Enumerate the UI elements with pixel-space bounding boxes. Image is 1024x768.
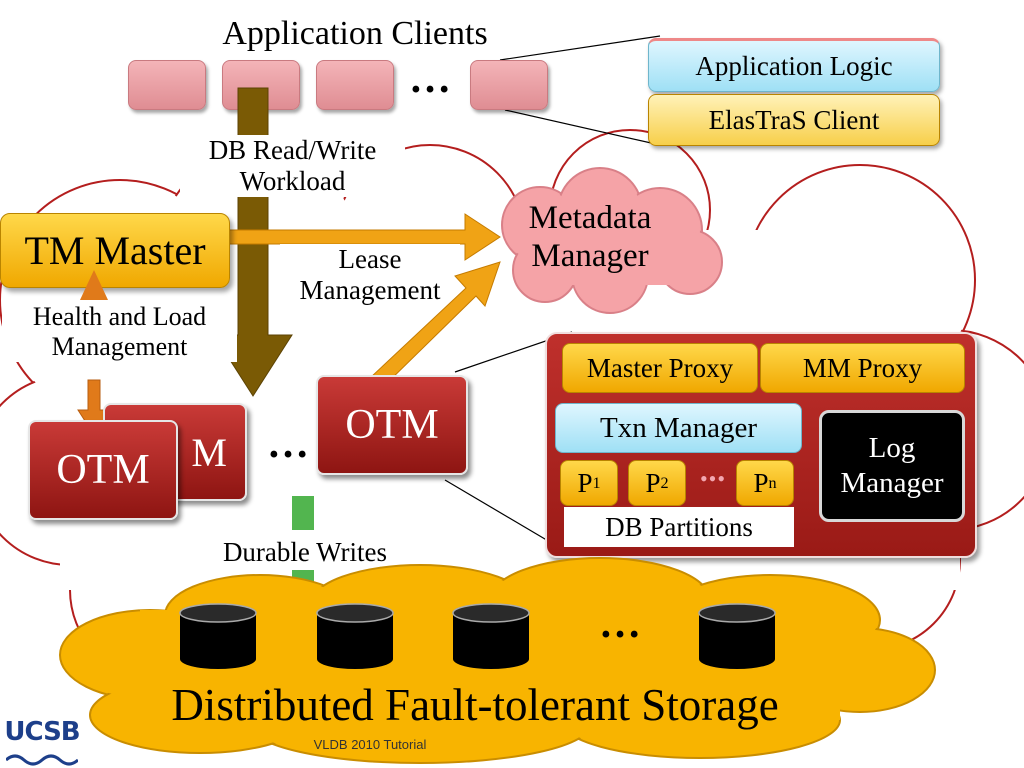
partition-p2-sub: 2 [660, 473, 669, 492]
logo-wave-icon [6, 754, 78, 766]
elastras-client-box: ElasTraS Client [648, 94, 940, 146]
partition-p1-base: P [577, 467, 593, 498]
client-detail-line-bottom [504, 109, 661, 146]
txn-manager-box: Txn Manager [555, 403, 802, 453]
client-box-1 [128, 60, 206, 110]
storage-ellipsis: … [599, 601, 641, 647]
durable-writes-label: Durable Writes [190, 537, 420, 569]
client-box-3 [316, 60, 394, 110]
storage-label: Distributed Fault-tolerant Storage [171, 680, 779, 730]
application-logic-box: Application Logic [648, 38, 940, 92]
partition-p2-base: P [645, 467, 661, 498]
diagram-title: Application Clients [222, 15, 488, 52]
clients-ellipsis: … [409, 56, 451, 102]
partition-p1-sub: 1 [592, 473, 601, 492]
db-partitions-label: DB Partitions [564, 507, 794, 547]
client-box-4 [470, 60, 548, 110]
health-load-label: Health and Load Management [2, 302, 237, 362]
ucsb-logo: UCSB [4, 717, 80, 747]
otm-right-box: OTM [316, 375, 468, 475]
disk-icon-2 [316, 603, 394, 669]
tm-master-box: TM Master [0, 213, 230, 288]
mm-proxy-box: MM Proxy [760, 343, 965, 393]
metadata-manager-label: Metadata Manager [528, 200, 652, 274]
footer-caption: VLDB 2010 Tutorial [313, 737, 427, 752]
master-proxy-box: Master Proxy [562, 343, 758, 393]
db-workload-label: DB Read/Write Workload [180, 135, 405, 198]
partition-pn-sub: n [768, 473, 777, 492]
log-manager-box: Log Manager [819, 410, 965, 522]
partition-ellipsis: ••• [699, 466, 727, 491]
disk-icon-3 [452, 603, 530, 669]
client-detail-line-top [499, 35, 661, 61]
lease-management-label: Lease Management [280, 244, 460, 307]
otm-ellipsis: … [267, 421, 309, 467]
disk-icon-1 [179, 603, 257, 669]
disk-icon-4 [698, 603, 776, 669]
otm-front-box: OTM [28, 420, 178, 520]
partition-pn-base: P [753, 467, 769, 498]
